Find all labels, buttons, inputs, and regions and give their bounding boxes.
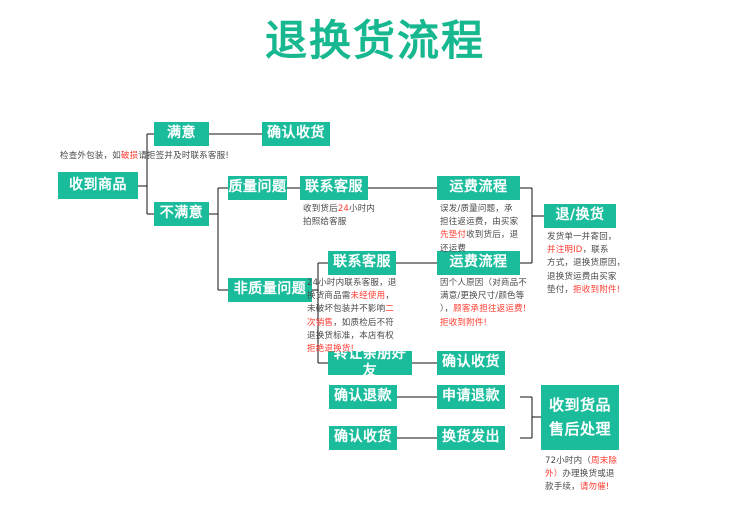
node-unsatisfied[interactable]: 不满意 <box>154 202 209 226</box>
node-quality-issue[interactable]: 质量问题 <box>228 176 287 200</box>
note-shipping-flow-2: 因个人原因（对商品不 满意/更换尺寸/颜色等 ），顾客承担往返运费! 拒收到附件… <box>440 278 528 328</box>
page-title: 退换货流程 <box>264 16 485 65</box>
node-satisfied[interactable]: 满意 <box>154 122 209 146</box>
node-non-quality-issue[interactable]: 非质量问题 <box>228 278 312 302</box>
note-contact-service-2: 24小时内联系客服，退 换货商品需未经使用， 未破坏包装并不影响二 次销售，如质… <box>307 278 397 354</box>
node-confirm-receipt-top[interactable]: 确认收货 <box>262 122 330 146</box>
note-contact-service-1: 收到货后24小时内 拍照给客服 <box>303 204 376 228</box>
note-return-exchange: 发货单一并寄回， 并注明ID，联系 方式，退换货原因， 退换货运费由买家 垫付，… <box>547 232 626 295</box>
node-contact-service-2[interactable]: 联系客服 <box>328 251 396 275</box>
node-shipping-flow-2[interactable]: 运费流程 <box>437 251 520 275</box>
node-after-sale[interactable]: 收到货品 售后处理 <box>541 385 619 450</box>
node-return-exchange[interactable]: 退/换货 <box>544 204 616 228</box>
node-apply-refund[interactable]: 申请退款 <box>437 385 505 409</box>
note-after-sale: 72小时内（周末除 外）办理换货或退 款手续，请勿催! <box>545 456 618 493</box>
node-contact-service-1[interactable]: 联系客服 <box>300 176 368 200</box>
note-packaging-check: 检查外包装，如破损请拒签并及时联系客服! <box>60 151 229 161</box>
node-exchange-shipped[interactable]: 换货发出 <box>437 426 505 450</box>
node-shipping-flow-1[interactable]: 运费流程 <box>437 176 520 200</box>
node-receive-goods[interactable]: 收到商品 <box>58 172 138 199</box>
node-confirm-receipt-mid[interactable]: 确认收货 <box>437 351 505 375</box>
node-confirm-receipt-bottom[interactable]: 确认收货 <box>329 426 397 450</box>
note-shipping-flow-1: 误发/质量问题，承 担往返运费，由买家 先垫付收到货后，退 还运费 <box>440 204 519 254</box>
node-confirm-refund[interactable]: 确认退款 <box>329 385 397 409</box>
